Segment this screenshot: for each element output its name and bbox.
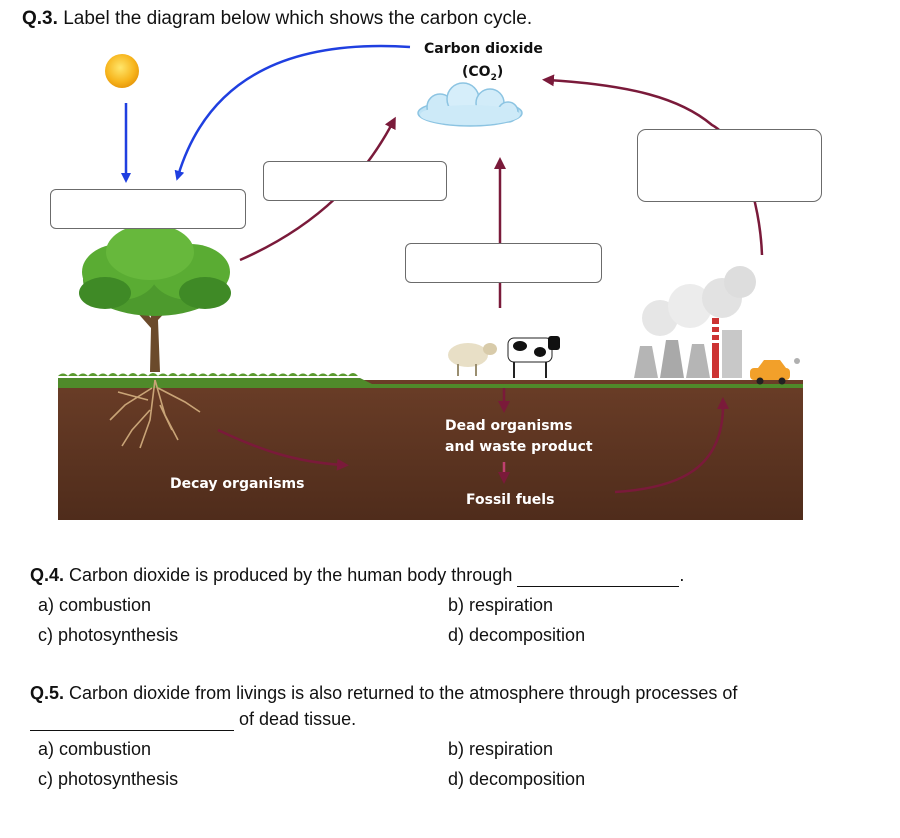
soil-ground bbox=[58, 380, 803, 520]
question-5-text2: of dead tissue. bbox=[239, 709, 357, 729]
factory-to-co2-arrow bbox=[542, 74, 764, 256]
fossil-fuels-label: Fossil fuels bbox=[466, 492, 555, 508]
label-box-4[interactable] bbox=[637, 129, 822, 202]
question-5-text: Carbon dioxide from livings is also retu… bbox=[69, 683, 738, 703]
question-5-line2: of dead tissue. bbox=[30, 709, 356, 731]
question-5: Q.5. Carbon dioxide from livings is also… bbox=[30, 683, 880, 704]
sheep-icon bbox=[448, 343, 497, 376]
question-3-number: Q.3. bbox=[22, 8, 58, 29]
dead-organisms-line2: and waste product bbox=[445, 439, 593, 455]
question-4-option-a[interactable]: a) combustion bbox=[38, 595, 152, 615]
exhaust-puff bbox=[794, 358, 800, 364]
question-5-option-d[interactable]: d) decomposition bbox=[448, 769, 586, 789]
co2-formula-main: (CO bbox=[462, 64, 491, 80]
co2-label-line1: Carbon dioxide bbox=[424, 41, 543, 57]
question-3-text: Label the diagram below which shows the … bbox=[63, 8, 533, 29]
question-4-option-d[interactable]: d) decomposition bbox=[448, 625, 586, 645]
co2-to-tree-arrow bbox=[174, 44, 411, 181]
label-box-3[interactable] bbox=[405, 243, 602, 283]
tree-icon bbox=[79, 224, 231, 372]
question-3-heading: Q.3. Label the diagram below which shows… bbox=[22, 8, 532, 30]
label-box-1[interactable] bbox=[50, 189, 246, 229]
question-4-option-b[interactable]: b) respiration bbox=[448, 595, 554, 615]
question-5-option-b[interactable]: b) respiration bbox=[448, 739, 554, 759]
question-4-end: . bbox=[679, 565, 685, 585]
dead-organisms-line1: Dead organisms bbox=[445, 418, 573, 434]
roots-to-decay-arrow bbox=[217, 428, 349, 471]
carbon-cycle-illustration bbox=[58, 44, 803, 520]
co2-label: Carbon dioxide bbox=[424, 41, 543, 57]
decay-organisms-label: Decay organisms bbox=[170, 476, 305, 492]
question-5-number: Q.5. bbox=[30, 683, 65, 703]
fossil-to-factory-arrow bbox=[614, 397, 730, 494]
question-4: Q.4. Carbon dioxide is produced by the h… bbox=[30, 565, 684, 587]
roots-icon bbox=[109, 379, 201, 449]
question-5-option-c[interactable]: c) photosynthesis bbox=[38, 769, 179, 789]
question-5-option-a[interactable]: a) combustion bbox=[38, 739, 152, 759]
co2-formula-sub: 2 bbox=[490, 72, 497, 83]
sun-icon bbox=[105, 54, 139, 88]
label-box-2[interactable] bbox=[263, 161, 447, 201]
dead-organisms-label: Dead organisms and waste product bbox=[445, 416, 593, 458]
carbon-cycle-diagram: Carbon dioxide (CO2) Dead organisms and … bbox=[50, 41, 822, 520]
grass-strip bbox=[58, 378, 803, 388]
car-icon bbox=[750, 360, 790, 385]
question-4-number: Q.4. bbox=[30, 565, 65, 585]
cloud-icon bbox=[417, 82, 523, 127]
question-5-answer-blank[interactable] bbox=[30, 709, 234, 731]
question-4-text: Carbon dioxide is produced by the human … bbox=[69, 565, 513, 585]
co2-formula-end: ) bbox=[496, 64, 504, 80]
question-4-option-c[interactable]: c) photosynthesis bbox=[38, 625, 179, 645]
factory-icon bbox=[634, 266, 756, 378]
co2-formula: (CO2) bbox=[462, 64, 503, 83]
cow-icon bbox=[507, 336, 560, 378]
question-4-answer-blank[interactable] bbox=[517, 565, 680, 587]
